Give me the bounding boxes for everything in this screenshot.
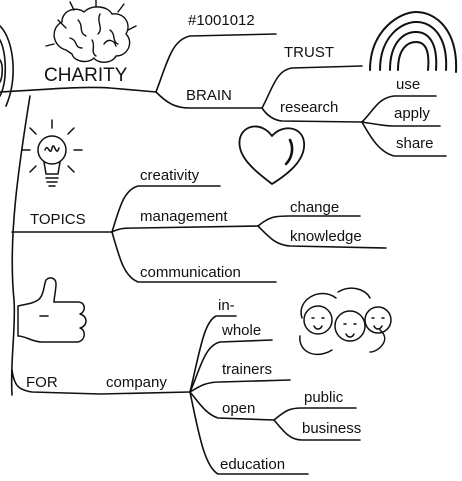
node-brain: BRAIN xyxy=(186,87,232,104)
connector-trunk-lower xyxy=(10,95,31,396)
node-communication: communication xyxy=(140,264,241,281)
connectors-topics xyxy=(11,185,387,283)
node-research: research xyxy=(280,99,339,116)
node-whole: whole xyxy=(222,322,262,339)
globe-icon xyxy=(0,25,14,107)
node-id-number: #1001012 xyxy=(188,12,255,29)
node-for: FOR xyxy=(26,374,58,391)
node-management: management xyxy=(140,208,228,225)
node-topics: TOPICS xyxy=(30,211,86,228)
node-business: business xyxy=(302,420,362,437)
node-apply: apply xyxy=(394,105,430,122)
thumbs-up-icon xyxy=(17,277,87,343)
node-share: share xyxy=(396,135,434,152)
connector-trunk xyxy=(0,86,157,93)
node-charity: CHARITY xyxy=(44,65,128,86)
node-change: change xyxy=(290,199,340,216)
node-in: in- xyxy=(218,297,235,314)
node-use: use xyxy=(396,76,421,93)
node-knowledge: knowledge xyxy=(290,228,362,245)
connectors-for xyxy=(11,315,361,475)
node-creativity: creativity xyxy=(140,167,200,184)
node-trainers: trainers xyxy=(222,361,273,378)
people-icon xyxy=(299,287,392,356)
rainbow-icon xyxy=(369,11,458,73)
node-open: open xyxy=(222,400,256,417)
brain-icon xyxy=(45,0,137,63)
heart-icon xyxy=(238,125,305,185)
node-public: public xyxy=(304,389,344,406)
connectors-charity xyxy=(155,33,447,157)
node-company: company xyxy=(106,374,167,391)
node-trust: TRUST xyxy=(284,44,334,61)
node-education: education xyxy=(220,456,286,473)
lightbulb-icon xyxy=(21,119,83,187)
